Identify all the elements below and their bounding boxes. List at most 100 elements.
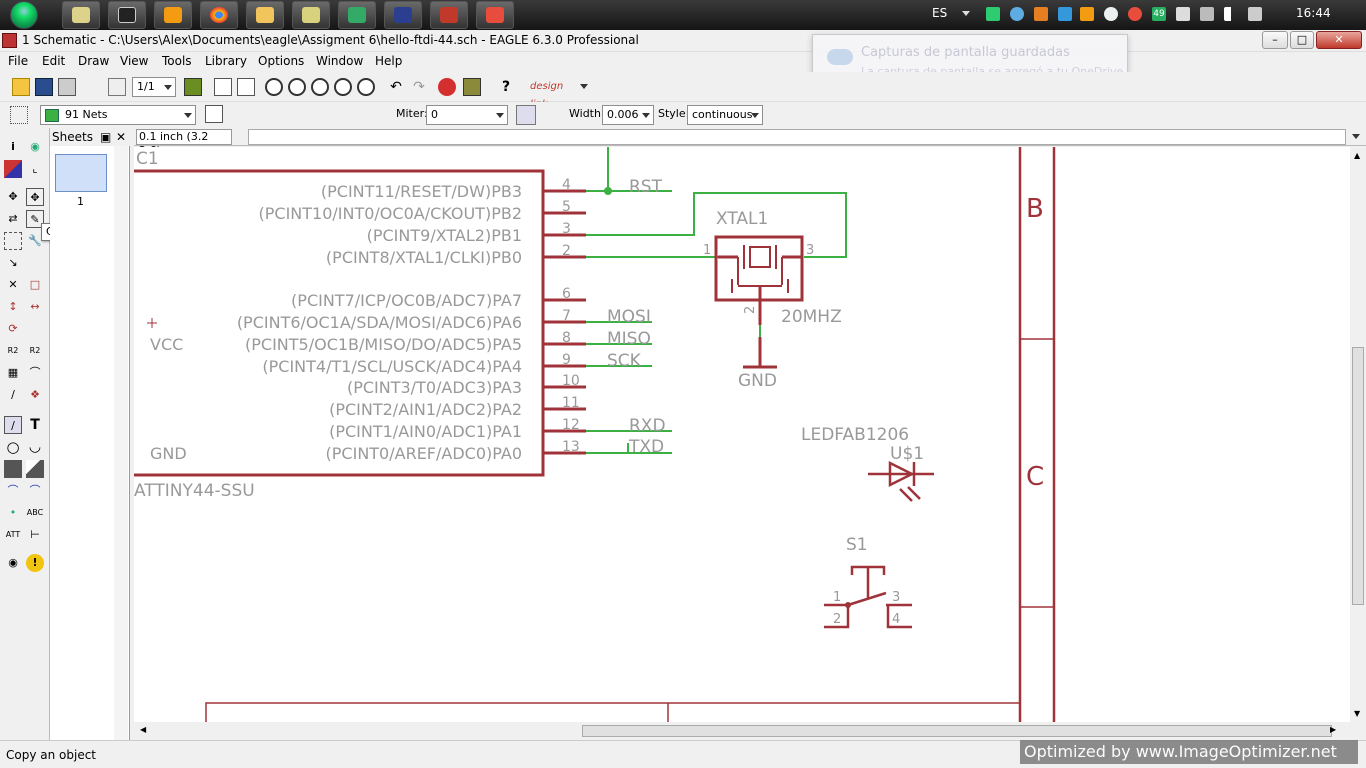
taskbar-eagle[interactable] — [476, 1, 514, 29]
wire-bend-3-icon[interactable] — [276, 105, 294, 123]
command-input[interactable] — [248, 129, 1346, 145]
miter-straight-icon[interactable] — [540, 105, 558, 123]
miter-select[interactable]: 0 — [426, 105, 508, 125]
chevron-down-icon[interactable] — [580, 84, 588, 89]
scroll-up-icon[interactable]: ▲ — [1354, 151, 1361, 160]
menu-file[interactable]: File — [8, 54, 29, 68]
width-select[interactable]: 0.006 — [602, 105, 654, 125]
junction-icon[interactable]: • — [9, 506, 17, 519]
replace-icon[interactable]: ↔ — [30, 300, 40, 313]
sheets-scrollbar[interactable] — [114, 146, 128, 740]
mirror-icon[interactable]: ⇄ — [8, 212, 18, 225]
zoom-out-icon[interactable] — [311, 78, 329, 96]
ulp-icon[interactable] — [237, 78, 255, 96]
smash-icon[interactable]: ▦ — [7, 366, 19, 379]
horizontal-scrollbar[interactable]: ◀ ▶ — [134, 722, 1350, 740]
text-icon[interactable]: T — [30, 417, 40, 433]
undock-icon[interactable]: ▣ — [100, 130, 112, 144]
taskbar-app-9[interactable] — [430, 1, 468, 29]
zoom-in-icon[interactable] — [288, 78, 306, 96]
layer-select[interactable]: 91 Nets — [40, 105, 196, 125]
change-icon[interactable]: 🔧 — [28, 234, 42, 247]
stop-icon[interactable] — [438, 78, 456, 96]
design-link-logo[interactable]: design link — [530, 81, 564, 110]
taskbar-app-6[interactable] — [292, 1, 330, 29]
miter-icon[interactable]: ⌒ — [29, 366, 41, 379]
tray-usb-icon[interactable] — [1200, 7, 1214, 21]
maximize-button[interactable]: □ — [1290, 31, 1314, 49]
wire-bend-0-icon[interactable] — [205, 105, 223, 123]
scroll-down-icon[interactable]: ▼ — [1354, 709, 1361, 718]
erc-icon[interactable]: ◉ — [8, 556, 18, 569]
value-icon[interactable]: R2 — [29, 346, 41, 355]
taskbar-app-2[interactable] — [108, 1, 146, 29]
net-icon[interactable]: ⌒ — [29, 484, 41, 497]
wire-bend-7-icon[interactable] — [368, 105, 386, 123]
help-icon[interactable]: ? — [501, 79, 511, 95]
rect-icon[interactable] — [4, 460, 22, 478]
pinswap-icon[interactable]: ↕ — [8, 300, 18, 313]
show-icon[interactable]: ◉ — [30, 140, 40, 153]
wire-icon[interactable]: ∕ — [4, 416, 22, 434]
menu-window[interactable]: Window — [316, 54, 364, 68]
info-icon[interactable]: i — [11, 140, 15, 153]
label-icon[interactable]: ABC — [26, 508, 44, 517]
scroll-right-icon[interactable]: ▶ — [1330, 725, 1337, 734]
bus-icon[interactable]: ⌒ — [7, 484, 19, 497]
dropbox-icon[interactable] — [1058, 7, 1072, 21]
delete-icon[interactable]: ✕ — [8, 278, 18, 291]
wire-bend-2-icon[interactable] — [253, 105, 271, 123]
redo-icon[interactable]: ↷ — [413, 79, 425, 95]
invoke-icon[interactable]: ❖ — [30, 388, 40, 401]
sheet-thumbnail[interactable] — [55, 154, 107, 192]
wire-bend-1-icon[interactable] — [230, 105, 248, 123]
tray-expand-icon[interactable] — [962, 11, 970, 16]
save-icon[interactable] — [35, 78, 53, 96]
attribute-icon[interactable]: ATT — [5, 530, 21, 539]
copy-icon[interactable]: ✎ — [26, 210, 44, 228]
zoom-select-icon[interactable] — [357, 78, 375, 96]
add-icon[interactable]: □ — [29, 278, 41, 291]
menu-view[interactable]: View — [120, 54, 149, 68]
tray-app-icon[interactable] — [1034, 7, 1048, 21]
board-icon[interactable] — [184, 78, 202, 96]
redraw-icon[interactable] — [334, 78, 352, 96]
cam-icon[interactable] — [214, 78, 232, 96]
style-select[interactable]: continuous — [687, 105, 763, 125]
eagle-app-icon[interactable] — [2, 33, 17, 48]
menu-library[interactable]: Library — [205, 54, 247, 68]
menu-help[interactable]: Help — [375, 54, 403, 68]
start-button[interactable] — [4, 0, 46, 30]
move-icon[interactable]: ✥ — [8, 190, 18, 203]
wire-bend-6-icon[interactable] — [345, 105, 363, 123]
vertical-scrollbar[interactable]: ▲ ▼ — [1350, 147, 1366, 722]
open-icon[interactable] — [12, 78, 30, 96]
wire-bend-4-icon[interactable] — [299, 105, 317, 123]
taskbar-app-1[interactable] — [62, 1, 100, 29]
menu-edit[interactable]: Edit — [42, 54, 66, 68]
errors-icon[interactable]: ! — [26, 554, 44, 572]
paste-icon[interactable]: ↘ — [8, 256, 18, 269]
minimize-button[interactable]: – — [1262, 31, 1288, 49]
cloud-icon[interactable] — [1104, 7, 1118, 21]
horizontal-scroll-thumb[interactable] — [582, 725, 1332, 737]
chevron-down-icon[interactable] — [1352, 134, 1360, 139]
grid-icon[interactable] — [10, 106, 28, 124]
scroll-left-icon[interactable]: ◀ — [140, 725, 147, 734]
mark-icon[interactable]: ⌞ — [32, 162, 38, 175]
menu-tools[interactable]: Tools — [162, 54, 192, 68]
close-button[interactable]: ✕ — [1316, 31, 1362, 49]
gateswap-icon[interactable]: ⟳ — [8, 322, 18, 335]
sheet-select[interactable]: 1/1 — [132, 77, 176, 97]
name-icon[interactable]: R2 — [7, 346, 19, 355]
group-icon[interactable] — [4, 232, 22, 250]
circle-icon[interactable]: ○ — [6, 438, 20, 456]
vertical-scroll-thumb[interactable] — [1352, 347, 1364, 605]
arc-icon[interactable]: ◡ — [28, 439, 42, 455]
schematic-canvas[interactable]: C1 ATTINY44-SSU VCC GND (PCINT11/RESET/D… — [134, 147, 1350, 722]
taskbar-app-3[interactable] — [154, 1, 192, 29]
tray-mail-icon[interactable] — [1128, 7, 1142, 21]
wire-bend-5-icon[interactable] — [322, 105, 340, 123]
tray-flag-icon[interactable] — [1176, 7, 1190, 21]
dimension-icon[interactable]: ⊢ — [30, 528, 40, 541]
